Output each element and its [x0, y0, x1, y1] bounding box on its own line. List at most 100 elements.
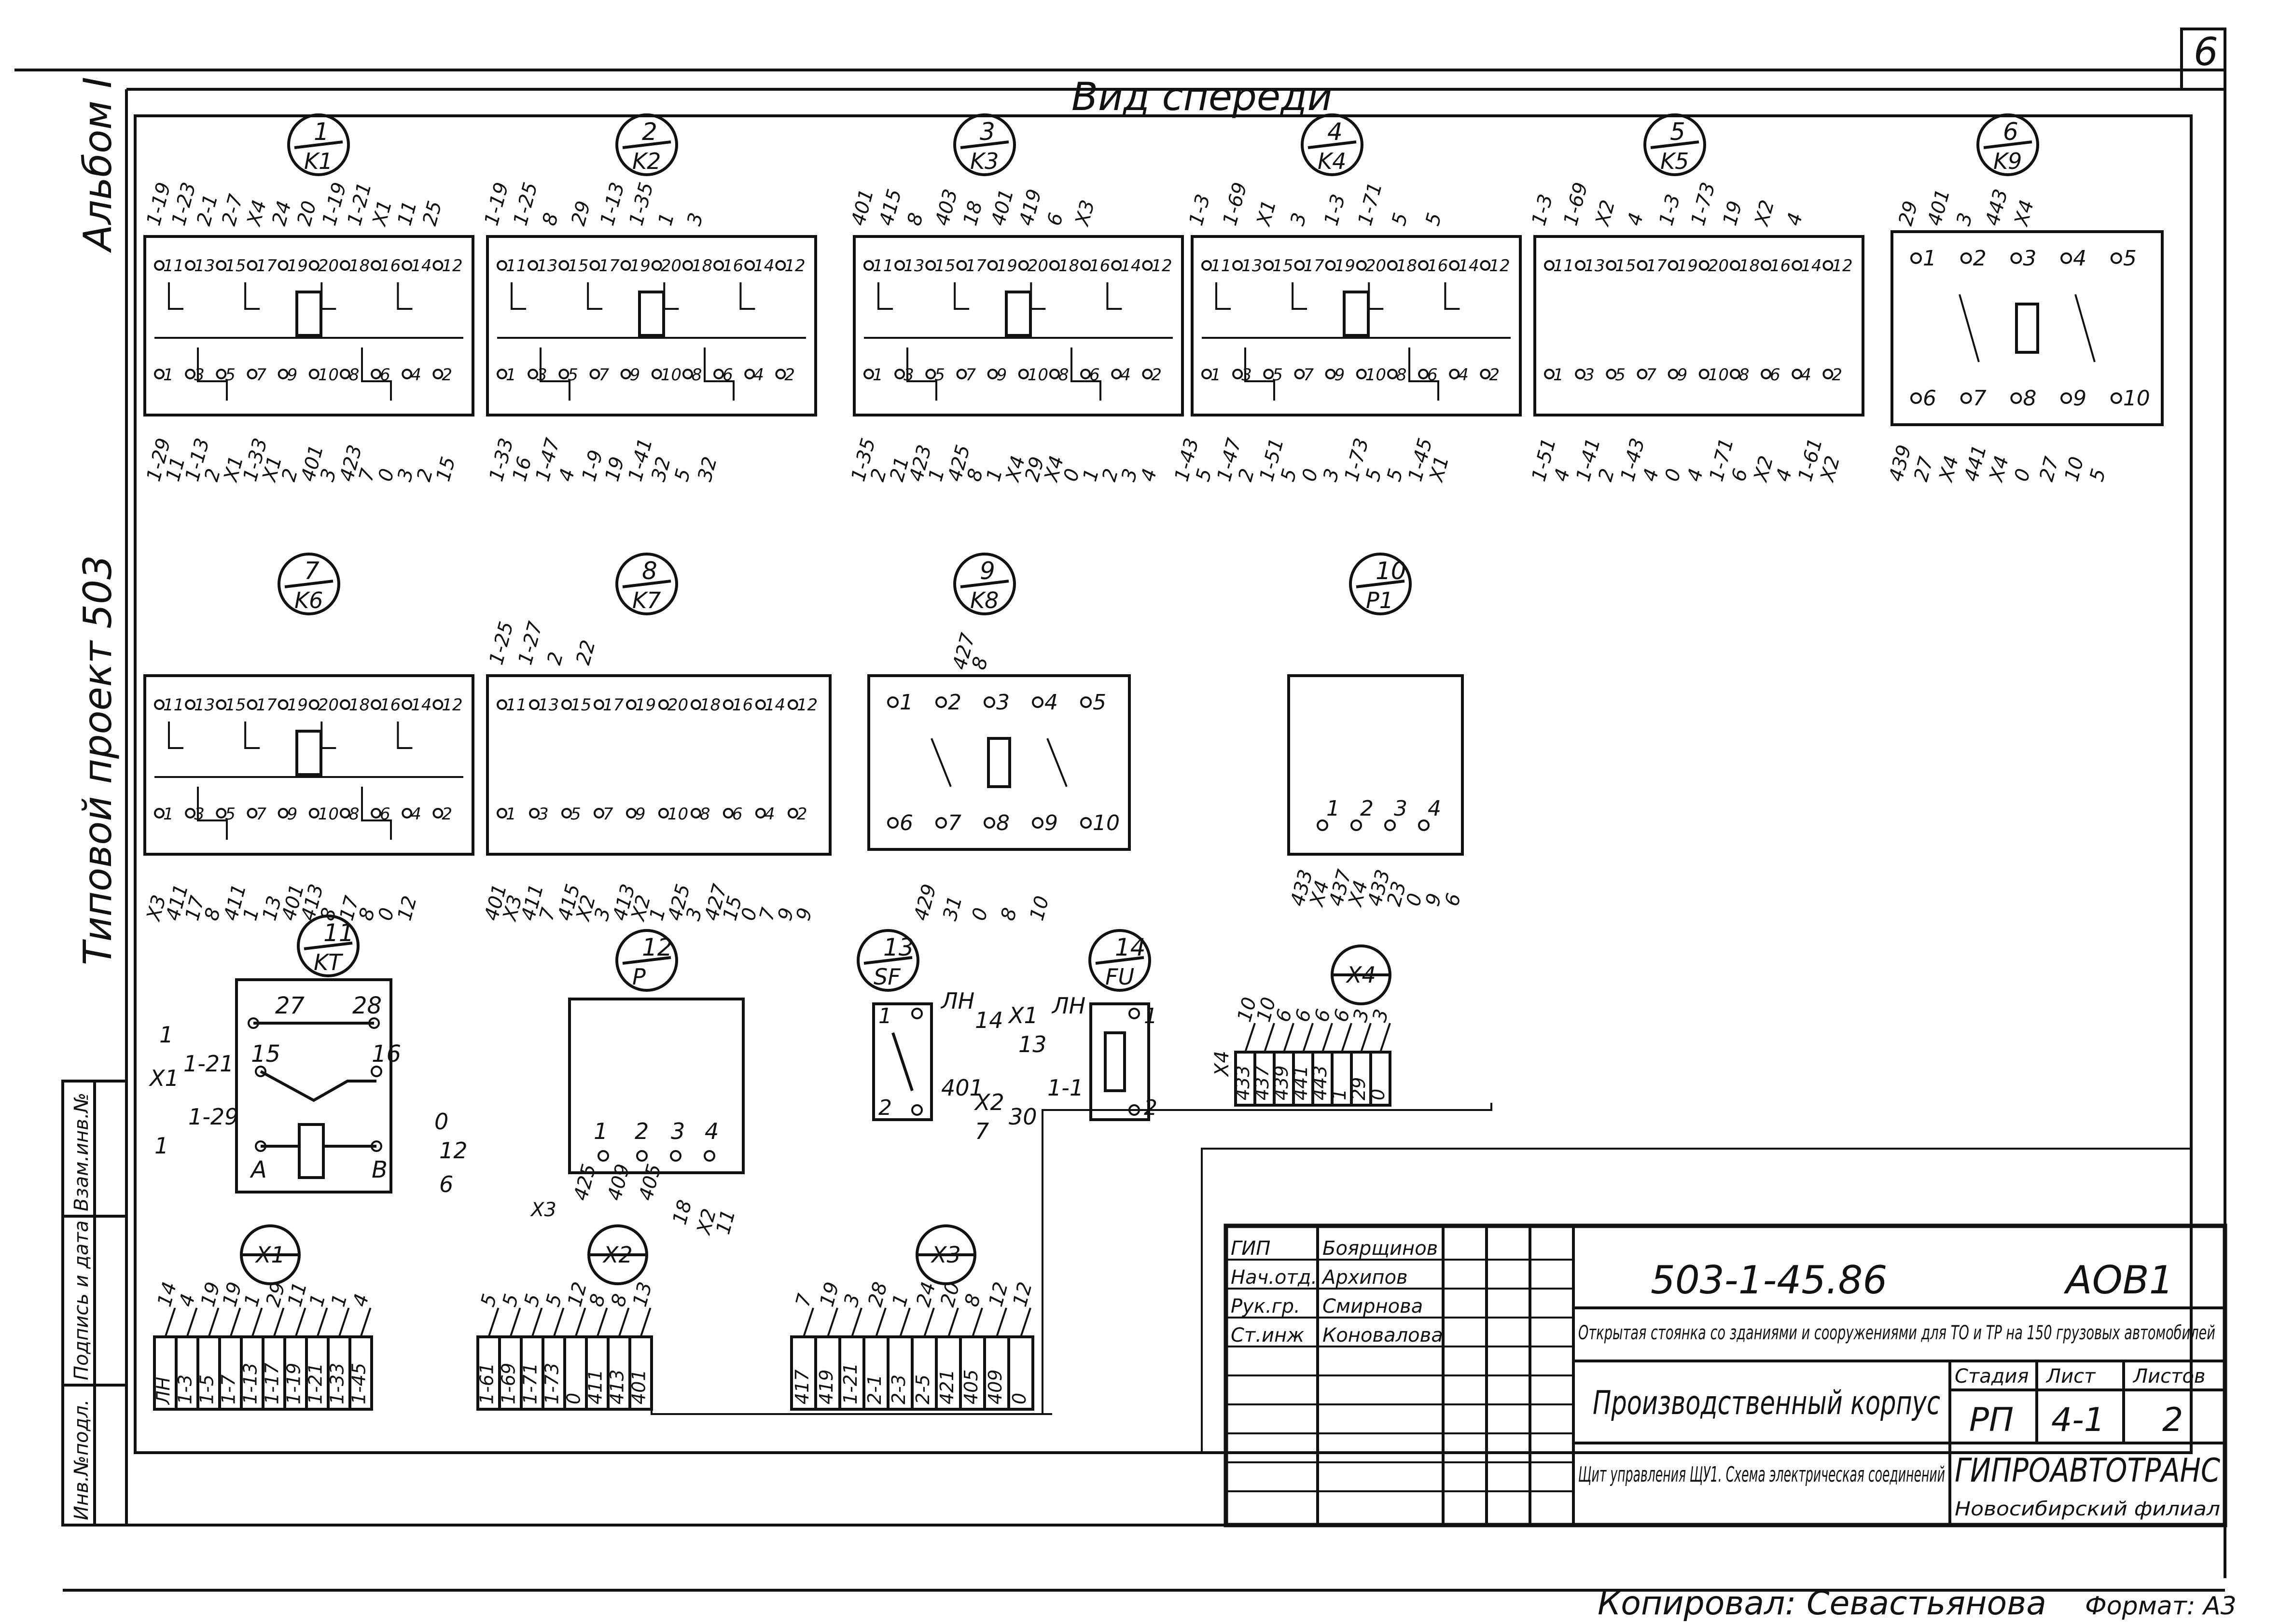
- relay-pin-label: 6: [1770, 365, 1780, 385]
- side-stamp-strip: Инв.№подл. Подпись и дата Взам.инв.№: [61, 1080, 128, 1527]
- relay-pin: [247, 808, 258, 819]
- relay-pin-label: 7: [1303, 365, 1314, 385]
- relay-contact: [244, 722, 260, 749]
- relay-pin: [593, 808, 604, 819]
- relay-contact: [587, 282, 603, 310]
- relay-pin: [713, 260, 724, 271]
- relay-outline: [853, 235, 1184, 416]
- sf-pin-label: 2: [878, 1096, 892, 1120]
- relay-pin-label: 10: [1708, 365, 1729, 385]
- relay-pin-label: 6: [732, 805, 743, 824]
- document-mark: АОВ1: [2063, 1258, 2173, 1303]
- top-wire-label-k4: X1: [1252, 198, 1281, 229]
- relay-pin: [339, 808, 350, 819]
- relay-pin: [1822, 260, 1834, 271]
- relay-pin-label: 6: [1089, 365, 1100, 385]
- bottom-wire-label-k2: 5: [670, 466, 695, 484]
- device-bubble-circle: [615, 553, 678, 615]
- device-bubble-divider: [622, 956, 671, 965]
- terminal-wire-label: 4: [175, 1291, 200, 1309]
- top-wire-label-k2: 1: [654, 210, 679, 228]
- relay-pin-label: 17: [965, 256, 987, 276]
- relay-pin-label: 20: [1365, 256, 1386, 276]
- device-bubble-divider: [622, 140, 671, 149]
- device-number: 2: [642, 118, 657, 146]
- relay-coil: [295, 730, 322, 776]
- device-bubble-circle: [287, 113, 350, 176]
- relay-pin-label: 11: [163, 256, 184, 276]
- device-code: K1: [304, 148, 333, 174]
- relay-pin: [1606, 260, 1617, 271]
- relay-contact: [1959, 294, 1980, 362]
- terminal-wire: [1302, 1023, 1314, 1053]
- relay-pin-label: 12: [1151, 256, 1172, 276]
- relay-contact: [320, 722, 336, 749]
- p-wire-label: 405: [635, 1162, 666, 1203]
- terminal-wire: [1283, 1023, 1294, 1053]
- relay-pin-label: 5: [1615, 365, 1626, 385]
- relay-pin-label: 19: [287, 256, 308, 276]
- relay-pin-label: 11: [506, 256, 527, 276]
- relay-pin: [1317, 819, 1328, 831]
- title-block: ГИП Нач.отд. Рук.гр. Ст.инж Боярщинов Ар…: [1223, 1223, 2227, 1527]
- device-bubble-circle: [1088, 929, 1151, 992]
- relay-contact: [931, 738, 952, 787]
- role-1: ГИП: [1231, 1237, 1270, 1260]
- relay-pin: [589, 260, 600, 271]
- panel-front: [134, 114, 2193, 1454]
- relay-pin-label: 2: [1973, 246, 1987, 271]
- side-strip-label-1: Инв.№подл.: [70, 1399, 93, 1520]
- terminal-wire-label: 5: [477, 1291, 501, 1309]
- device-bubble-divider: [304, 942, 353, 950]
- bottom-wire-label-k9: 10: [2060, 455, 2088, 484]
- device-bubble-circle: [615, 929, 678, 992]
- terminal-wire-label: 24: [912, 1280, 940, 1309]
- terminal-wire: [827, 1307, 838, 1337]
- relay-pin-label: 12: [1489, 256, 1510, 276]
- relay-pin-label: 3: [1394, 796, 1407, 821]
- relay-pin-label: 18: [1739, 256, 1760, 276]
- sf-wire-label: X2: [974, 1089, 1004, 1115]
- fu-wire-label: 13: [1018, 1031, 1047, 1057]
- role-3: Рук.гр.: [1231, 1295, 1300, 1318]
- p-wire-label: 425: [570, 1162, 600, 1203]
- relay-pin: [185, 369, 196, 379]
- relay-pin: [1606, 369, 1617, 379]
- relay-pin: [339, 369, 350, 379]
- relay-pin: [723, 808, 734, 819]
- relay-pin-label: 13: [1584, 256, 1605, 276]
- relay-pin: [651, 369, 662, 379]
- branch: Новосибирский филиал: [1955, 1498, 2220, 1520]
- relay-pin-label: 7: [948, 811, 961, 835]
- device-bubble-divider: [1307, 140, 1357, 149]
- relay-pin: [278, 369, 289, 379]
- relay-pin-label: 5: [568, 365, 578, 385]
- connector-bubble-x3: X3: [916, 1224, 976, 1285]
- relay-coil: [295, 291, 322, 337]
- device-code: K4: [1318, 148, 1346, 174]
- device-number: 11: [323, 919, 354, 947]
- fu-pin-label: 1: [1144, 1004, 1157, 1028]
- relay-pin: [755, 808, 766, 819]
- relay-pin-label: 5: [570, 805, 581, 824]
- p-wire-label: X3: [530, 1199, 556, 1221]
- relay-contact: [954, 282, 970, 310]
- relay-contact: [1046, 738, 1068, 787]
- top-wire-label-k4: 1-71: [1354, 180, 1387, 228]
- relay-contact: [877, 282, 893, 310]
- device-bubble-k9: 6K9: [1976, 113, 2039, 176]
- relay-pin-label: 13: [904, 256, 924, 276]
- terminal-wire-label: 8: [585, 1291, 610, 1309]
- relay-pin-label: 4: [1801, 365, 1811, 385]
- terminal-wire-label: 5: [520, 1291, 545, 1309]
- relay-pin-label: 20: [318, 256, 339, 276]
- relay-pin-label: 1: [163, 805, 174, 824]
- relay-pin-label: 8: [2023, 386, 2036, 411]
- device-bubble-k2: 2K2: [615, 113, 678, 176]
